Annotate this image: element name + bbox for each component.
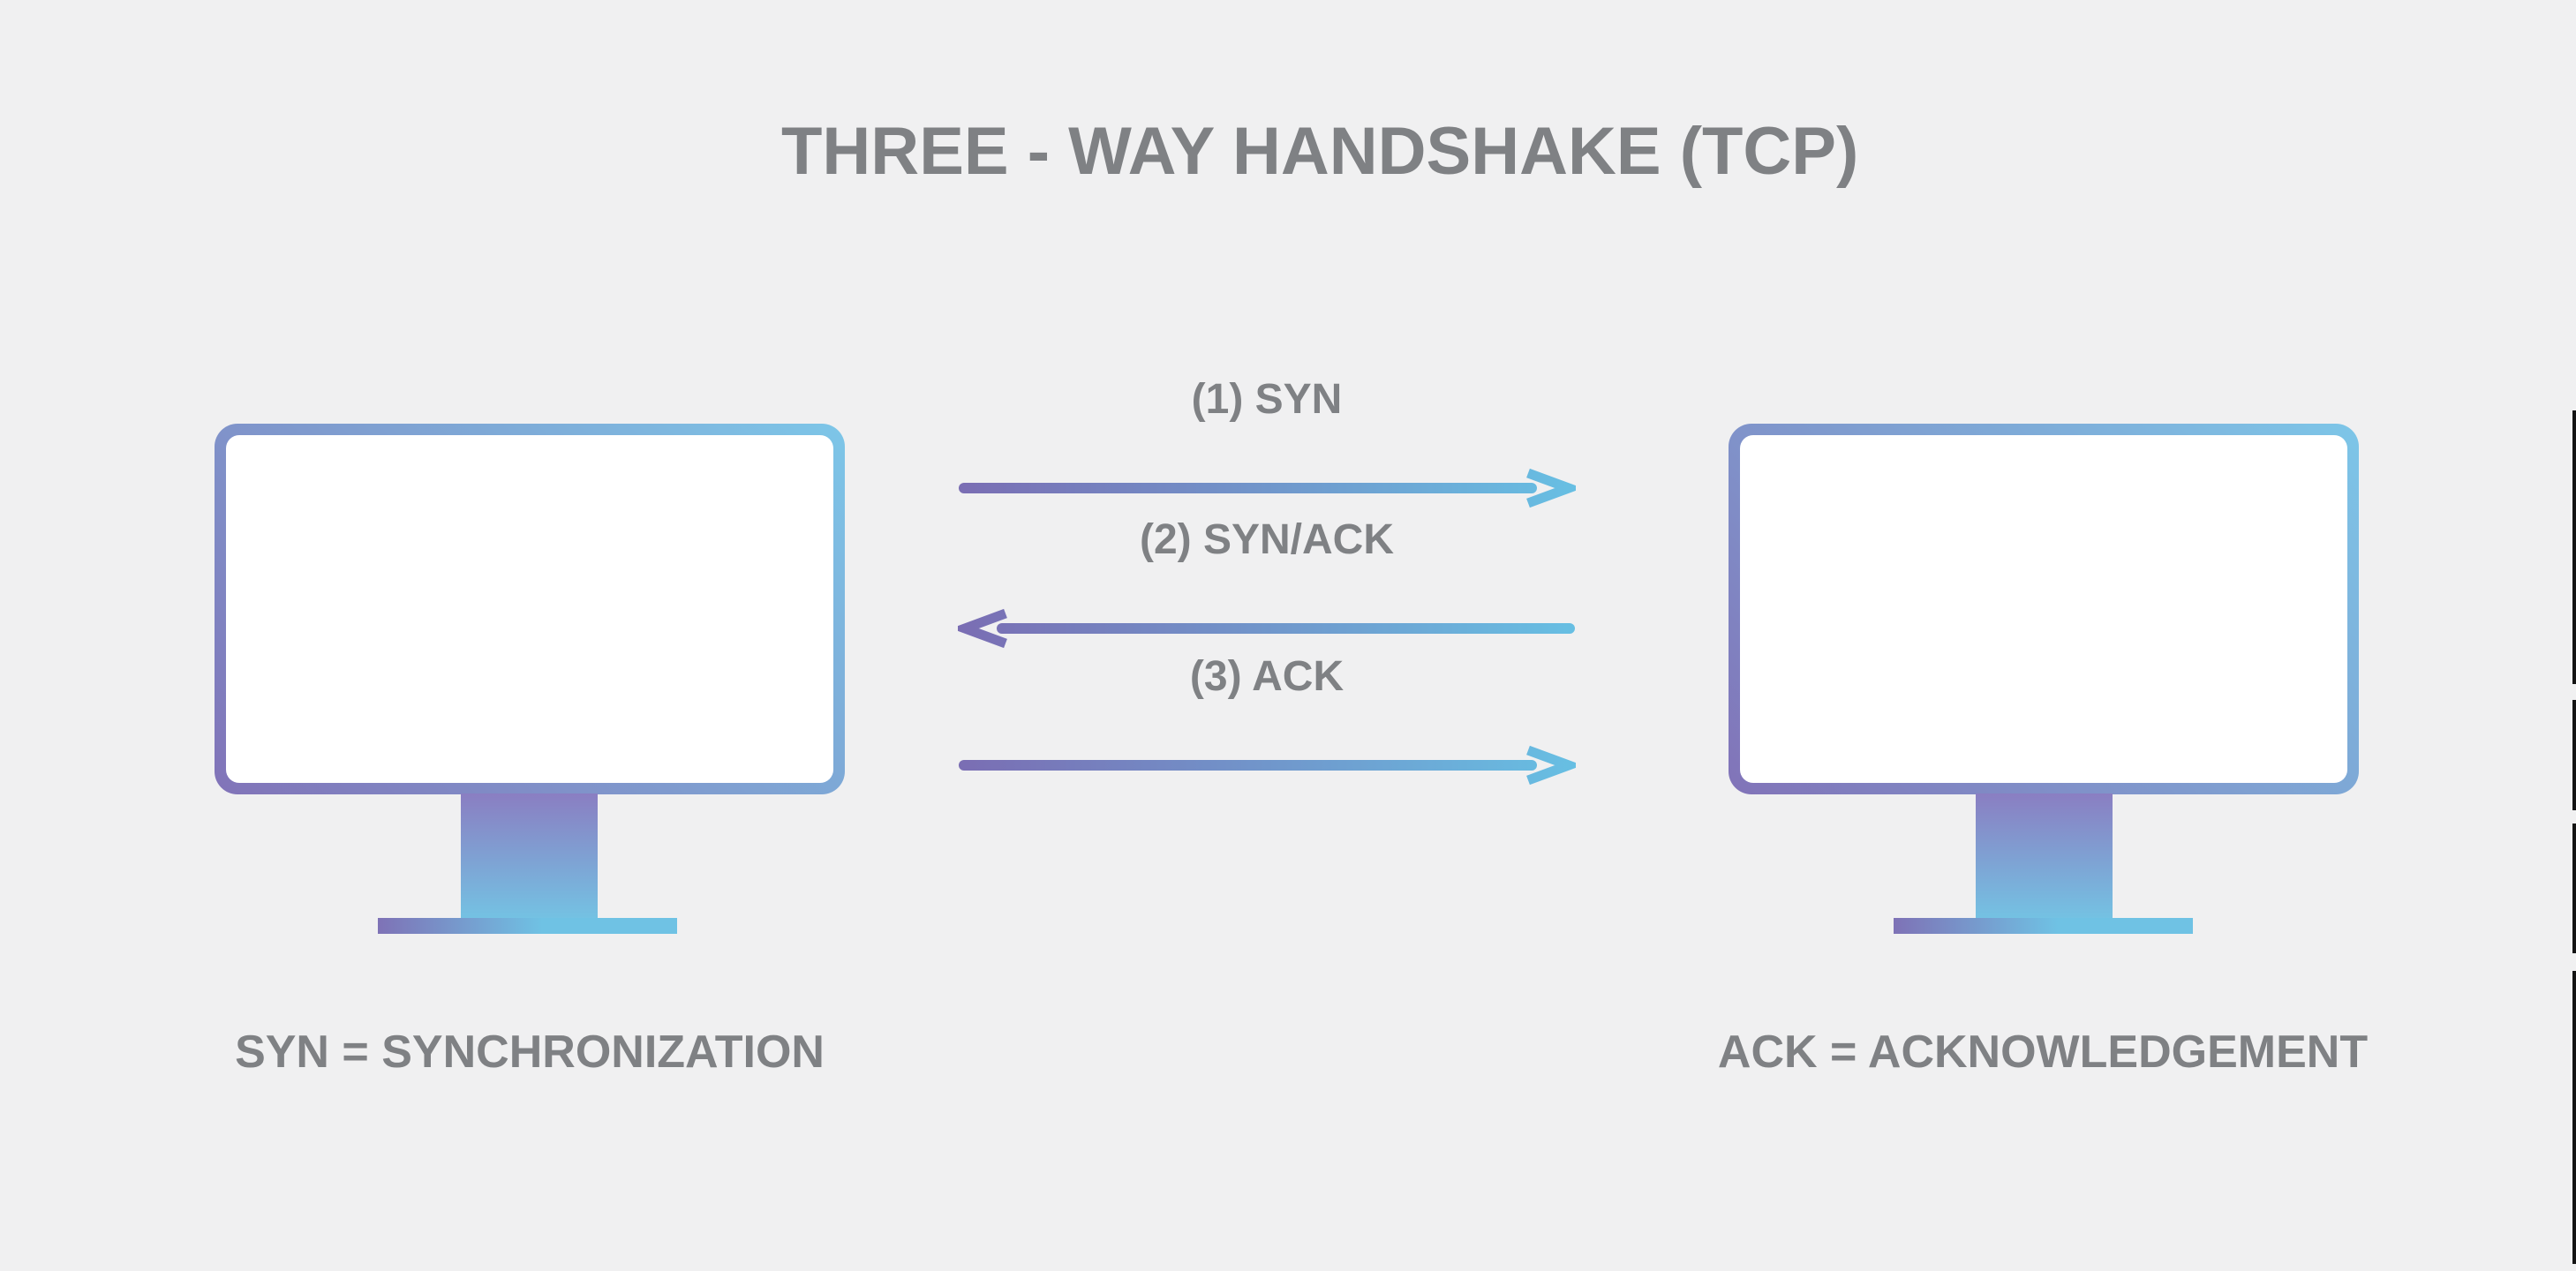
client-monitor-icon: [215, 424, 845, 794]
right-edge-artifact: [2572, 410, 2576, 684]
right-edge-artifact: [2572, 824, 2576, 953]
server-monitor-icon: [1729, 424, 2359, 794]
ack-definition-caption: ACK = ACKNOWLEDGEMENT: [1717, 1027, 2369, 1078]
page-title: THREE - WAY HANDSHAKE (TCP): [781, 114, 1859, 189]
server-monitor-screen: [1740, 435, 2347, 783]
syn-ack-arrow-left-icon: [958, 608, 1575, 649]
client-monitor-stand: [461, 793, 598, 919]
syn-arrow-right-icon: [959, 468, 1576, 508]
syn-label: (1) SYN: [1191, 376, 1343, 423]
ack-label: (3) ACK: [1189, 653, 1344, 700]
client-monitor-screen: [226, 435, 833, 783]
syn-ack-label: (2) SYN/ACK: [1139, 516, 1395, 563]
server-monitor-stand: [1976, 793, 2113, 919]
server-monitor-base: [1894, 918, 2193, 934]
ack-arrow-right-icon: [959, 745, 1576, 786]
right-edge-artifact: [2572, 971, 2576, 1264]
client-monitor-base: [378, 918, 677, 934]
syn-definition-caption: SYN = SYNCHRONIZATION: [235, 1027, 825, 1078]
right-edge-artifact: [2572, 700, 2576, 810]
